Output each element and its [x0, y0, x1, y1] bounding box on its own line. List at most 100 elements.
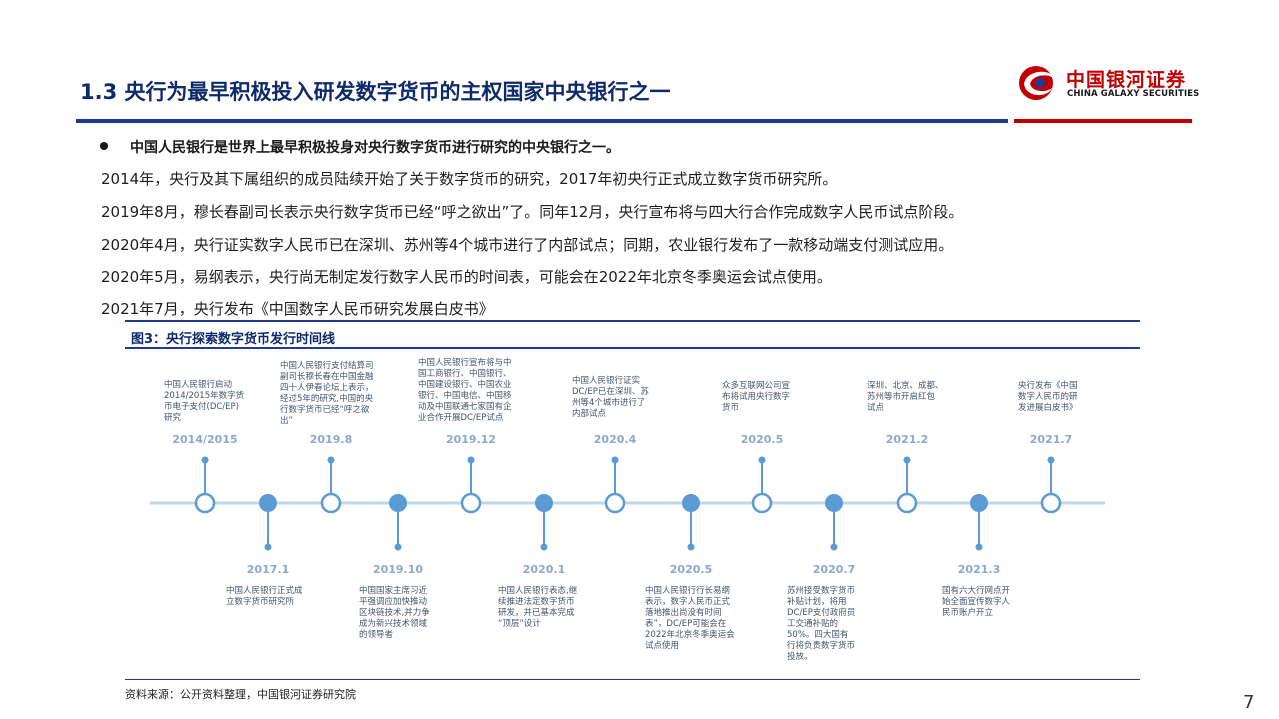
timeline-node-open — [194, 492, 216, 514]
event-description-line: 苏州接受数字货币 — [787, 586, 856, 596]
event-description-line: 工交通补贴的 — [787, 619, 839, 629]
timeline-node-filled — [259, 494, 277, 512]
logo-english-name: CHINA GALAXY SECURITIES — [1067, 89, 1200, 99]
event-description-line: 经过5年的研究,中国的央 — [280, 394, 374, 404]
event-date: 2017.1 — [246, 563, 290, 576]
event-date: 2014/2015 — [172, 433, 238, 446]
paragraph-2014: 2014年，央行及其下属组织的成员陆续开始了关于数字货币的研究，2017年初央行… — [101, 170, 838, 188]
event-description-line: 中国人民银行正式成 — [226, 586, 303, 596]
event-description-line: 布将试用央行数字 — [722, 392, 791, 402]
page-number: 7 — [1243, 692, 1255, 713]
event-description-line: DC/EP支付政府员 — [787, 608, 856, 618]
event-description-line: 50%。四大国有 — [787, 630, 849, 640]
title-underline — [76, 119, 1008, 123]
event-description-line: 立数字货币研究所 — [226, 597, 295, 607]
timeline-node-open — [604, 492, 626, 514]
event-description-line: 中国人民银行表态,继 — [498, 586, 578, 596]
figure-title: 图3：央行探索数字货币发行时间线 — [131, 332, 336, 347]
title-accent-rule — [1014, 119, 1192, 123]
timeline-node-open — [751, 492, 773, 514]
event-date: 2019.8 — [309, 433, 353, 446]
figure-title-rule — [125, 347, 1140, 349]
event-description-line: 研究 — [164, 413, 182, 423]
event-date: 2020.7 — [812, 563, 856, 576]
timeline-node-open — [320, 492, 342, 514]
event-description-line: 内部试点 — [572, 409, 607, 419]
paragraph-2020-05: 2020年5月，易纲表示，央行尚无制定发行数字人民币的时间表，可能会在2022年… — [101, 268, 832, 286]
figure-bottom-rule — [125, 679, 1140, 680]
event-date: 2020.1 — [522, 563, 566, 576]
timeline-node-open — [460, 492, 482, 514]
event-description-line: 试点 — [867, 403, 885, 413]
logo-chinese-name: 中国银河证券 — [1066, 69, 1187, 91]
event-description-line: 的领导者 — [359, 630, 394, 640]
event-description: 中国人民银行表态,继续推进法定数字货币研发，并已基本完成“顶层”设计 — [498, 586, 577, 630]
key-point-text: 中国人民银行是世界上最早积极投身对央行数字货币进行研究的中央银行之一。 — [130, 140, 620, 156]
timeline-stem-dot — [975, 543, 983, 551]
event-description-line: 平强调应加快推动 — [359, 597, 428, 607]
event-description: 国有六大行网点开始全面宣传数字人民币账户开立 — [942, 586, 1010, 619]
event-description-line: 中国人民银行宣布将与中 — [418, 358, 512, 368]
event-description: 众多互联网公司宣布将试用央行数字货币 — [722, 381, 790, 414]
figure-top-rule — [125, 320, 1140, 322]
event-description-line: 业合作开展DC/EP试点 — [418, 413, 504, 423]
event-description-line: 投放。 — [787, 652, 813, 662]
event-description-line: 数字人民币的研 — [1018, 392, 1078, 402]
event-description: 央行发布《中国数字人民币的研发进展白皮书》 — [1018, 381, 1078, 414]
timeline-node-open — [896, 492, 918, 514]
event-date: 2021.3 — [957, 563, 1001, 576]
key-point: 中国人民银行是世界上最早积极投身对央行数字货币进行研究的中央银行之一。 — [100, 137, 620, 157]
event-description-line: 中国人民银行支付结算司 — [280, 361, 374, 371]
event-date: 2019.12 — [445, 433, 497, 446]
event-description: 中国人民银行行长易纲表示，数字人民币正式落地推出尚没有时间表”，DC/EP可能会… — [645, 586, 735, 652]
event-description-line: “顶层”设计 — [498, 619, 541, 629]
event-description: 中国国家主席习近平强调应加快推动区块链技术,并力争成为新兴技术领域的领导者 — [359, 586, 430, 641]
event-description-line: 发进展白皮书》 — [1018, 403, 1078, 413]
event-description-line: 动及中国联通七家国有企 — [418, 402, 512, 412]
event-description: 中国人民银行支付结算司副司长穆长春在中国金融四十人伊春论坛上表示，经过5年的研究… — [280, 361, 374, 427]
paragraph-2020-04: 2020年4月，央行证实数字人民币已在深圳、苏州等4个城市进行了内部试点；同期，… — [101, 236, 954, 254]
event-description-line: 银行、中国电信、中国移 — [418, 391, 512, 401]
timeline-stem-dot — [540, 543, 548, 551]
figure-source: 资料来源：公开资料整理，中国银河证券研究院 — [125, 688, 356, 701]
company-logo: 中国银河证券 CHINA GALAXY SECURITIES — [1016, 62, 1200, 104]
timeline-node-filled — [970, 494, 988, 512]
event-description-line: 表示，数字人民币正式 — [645, 597, 731, 607]
event-description: 中国人民银行宣布将与中国工商银行、中国银行、中国建设银行、中国农业银行、中国电信… — [418, 358, 512, 424]
timeline-node-filled — [682, 494, 700, 512]
timeline-stem-dot — [1047, 456, 1055, 464]
event-description-line: 2014/2015年数字货 — [164, 391, 245, 401]
event-description-line: 续推进法定数字货币 — [498, 597, 575, 607]
event-description-line: 深圳、北京、成都、 — [867, 381, 944, 391]
event-description-line: 四十人伊春论坛上表示， — [280, 383, 374, 393]
event-description-line: 试点使用 — [645, 641, 680, 651]
timeline-stem-dot — [467, 456, 475, 464]
event-description-line: 国工商银行、中国银行、 — [418, 369, 512, 379]
event-date: 2021.7 — [1029, 433, 1073, 446]
timeline-stem-dot — [687, 543, 695, 551]
event-date: 2020.4 — [593, 433, 637, 446]
event-description-line: 成为新兴技术领域 — [359, 619, 428, 629]
event-description-line: 国有六大行网点开 — [942, 586, 1011, 596]
event-description-line: 区块链技术,并力争 — [359, 608, 430, 618]
event-description-line: 补贴计划，将用 — [787, 597, 847, 607]
event-description-line: 苏州等市开启红包 — [867, 392, 936, 402]
event-description-line: 副司长穆长春在中国金融 — [280, 372, 374, 382]
timeline-stem-dot — [903, 456, 911, 464]
event-description-line: 出” — [280, 416, 293, 426]
event-description-line: 中国人民银行行长易纲 — [645, 586, 731, 596]
timeline-stem-dot — [758, 456, 766, 464]
timeline-node-filled — [535, 494, 553, 512]
event-date: 2021.2 — [885, 433, 929, 446]
timeline-node-filled — [825, 494, 843, 512]
event-description-line: 行数字货币已经“呼之欲 — [280, 405, 370, 415]
event-description-line: 研发，并已基本完成 — [498, 608, 575, 618]
event-date: 2020.5 — [669, 563, 713, 576]
event-description-line: 央行发布《中国 — [1018, 381, 1078, 391]
timeline-stem-dot — [394, 543, 402, 551]
event-description-line: DC/EP已在深圳、苏 — [572, 387, 649, 397]
event-description-line: 中国人民银行启动 — [164, 380, 233, 390]
